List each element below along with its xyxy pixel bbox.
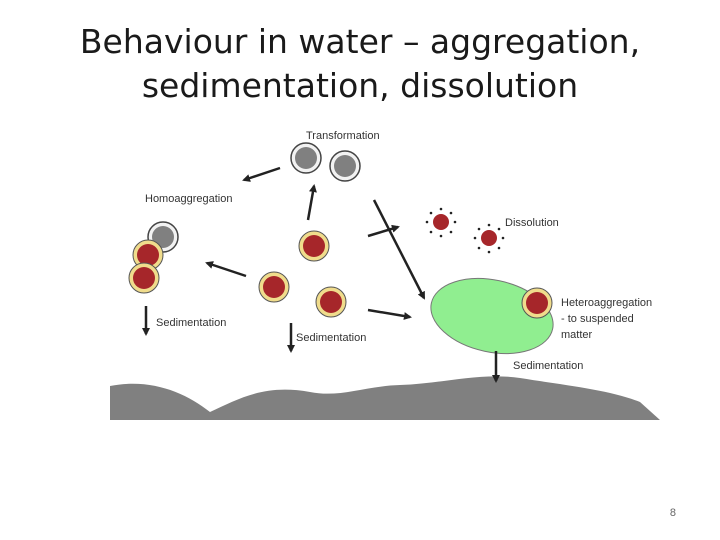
sediment-bed (110, 376, 660, 420)
transformed-particle (329, 150, 361, 182)
arrow-to-heteroaggregation-long (372, 199, 426, 300)
title-line-2: sedimentation, dissolution (141, 66, 579, 105)
label-transformation: Transformation (306, 130, 380, 142)
label-homoaggregation: Homoaggregation (145, 193, 232, 205)
label-heteroaggregation-1: Heteroaggregation (561, 297, 652, 309)
label-sedimentation-left: Sedimentation (156, 317, 226, 329)
arrow-to-homoaggregation (242, 166, 281, 182)
dissolving-particle (473, 223, 505, 254)
label-heteroaggregation-2: - to suspended (561, 313, 634, 325)
label-sedimentation-center: Sedimentation (296, 332, 366, 344)
nanoparticle (315, 286, 347, 318)
nanoparticle (521, 287, 553, 319)
label-dissolution: Dissolution (505, 217, 559, 229)
arrow-homoaggregation-left (205, 261, 247, 278)
nanoparticle (128, 262, 160, 294)
arrow-to-transformation (306, 184, 317, 221)
nanoparticle (298, 230, 330, 262)
dissolving-particle (425, 207, 457, 238)
title-line-1: Behaviour in water – aggregation, (79, 22, 641, 61)
arrow-to-dissolution (367, 224, 400, 238)
nanoparticle (258, 271, 290, 303)
slide-title: Behaviour in water – aggregation, sedime… (40, 20, 680, 108)
label-heteroaggregation-3: matter (561, 329, 593, 341)
nanoparticle (132, 239, 164, 271)
suspended-matter-blob (430, 278, 554, 354)
transformed-particle (290, 142, 322, 174)
label-sedimentation-right: Sedimentation (513, 360, 583, 372)
page-number: 8 (669, 507, 676, 519)
arrow-to-suspended-matter (367, 308, 412, 320)
